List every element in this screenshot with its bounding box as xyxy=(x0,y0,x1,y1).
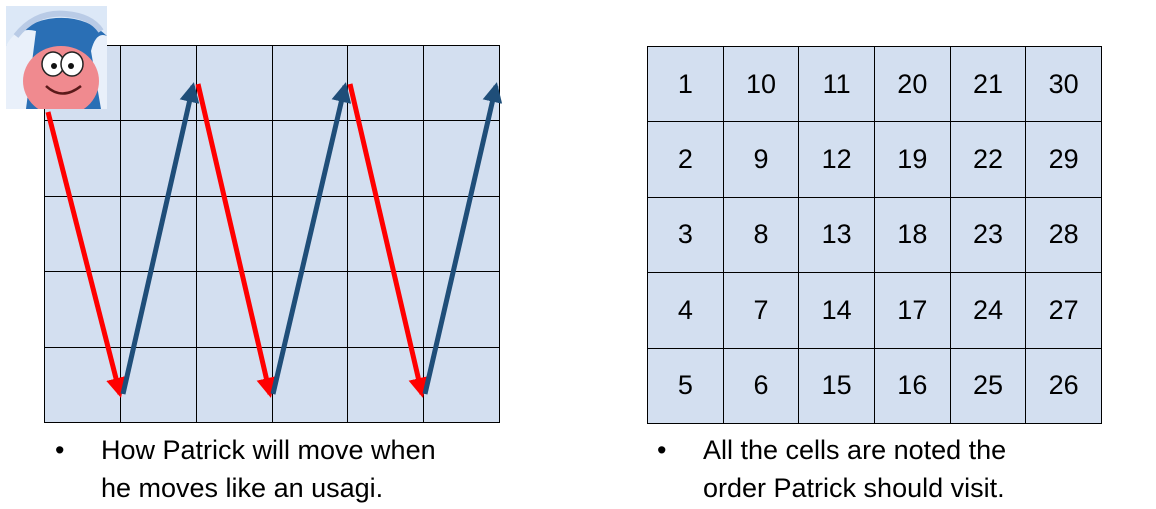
left-caption-line-1: How Patrick will move when xyxy=(101,435,436,465)
grid-cell xyxy=(424,121,500,197)
order-cell: 17 xyxy=(874,273,951,349)
order-cell: 7 xyxy=(723,273,800,349)
order-cell: 14 xyxy=(799,273,875,349)
grid-cell xyxy=(120,46,197,122)
order-cell: 11 xyxy=(799,47,875,123)
grid-cell xyxy=(120,196,197,273)
order-cell: 23 xyxy=(950,197,1027,274)
grid-cell xyxy=(120,347,197,423)
order-cell: 28 xyxy=(1026,197,1102,274)
order-cell: 15 xyxy=(799,348,875,424)
grid-cell xyxy=(196,272,273,348)
grid-cell xyxy=(45,272,121,348)
left-caption-line-2: he moves like an usagi. xyxy=(101,473,384,503)
grid-cell xyxy=(120,121,197,197)
grid-cell xyxy=(424,196,500,273)
order-cell: 24 xyxy=(950,273,1027,349)
grid-cell xyxy=(424,46,500,122)
order-cell: 20 xyxy=(874,47,951,123)
grid-cell xyxy=(45,196,121,273)
order-cell: 25 xyxy=(950,348,1027,424)
order-cell: 27 xyxy=(1026,273,1102,349)
right-caption: • All the cells are noted the order Patr… xyxy=(657,431,1117,509)
movement-grid xyxy=(44,45,500,423)
bullet-marker: • xyxy=(657,435,667,465)
order-cell: 9 xyxy=(723,122,800,198)
order-cell: 21 xyxy=(950,47,1027,123)
order-cell: 22 xyxy=(950,122,1027,198)
order-cell: 16 xyxy=(874,348,951,424)
order-cell: 4 xyxy=(648,273,724,349)
order-cell: 19 xyxy=(874,122,951,198)
grid-cell xyxy=(272,272,349,348)
grid-cell xyxy=(196,196,273,273)
grid-cell xyxy=(348,196,425,273)
order-cell: 10 xyxy=(723,47,800,123)
order-cell: 2 xyxy=(648,122,724,198)
order-cell: 12 xyxy=(799,122,875,198)
order-cell: 26 xyxy=(1026,348,1102,424)
grid-cell xyxy=(348,46,425,122)
patrick-avatar xyxy=(6,6,107,109)
right-caption-line-1: All the cells are noted the xyxy=(703,435,1007,465)
grid-cell xyxy=(196,46,273,122)
grid-cell xyxy=(424,272,500,348)
grid-cell xyxy=(45,347,121,423)
left-caption: • How Patrick will move when he moves li… xyxy=(55,431,515,509)
order-cell: 18 xyxy=(874,197,951,274)
grid-cell xyxy=(196,121,273,197)
order-cell: 30 xyxy=(1026,47,1102,123)
grid-cell xyxy=(120,272,197,348)
right-caption-line-2: order Patrick should visit. xyxy=(703,473,1005,503)
grid-cell xyxy=(348,121,425,197)
grid-cell xyxy=(196,347,273,423)
order-cell: 1 xyxy=(648,47,724,123)
bullet-marker: • xyxy=(55,435,65,465)
grid-cell xyxy=(424,347,500,423)
grid-cell xyxy=(272,347,349,423)
grid-cell xyxy=(45,121,121,197)
grid-cell xyxy=(348,347,425,423)
order-cell: 29 xyxy=(1026,122,1102,198)
grid-cell xyxy=(348,272,425,348)
order-cell: 13 xyxy=(799,197,875,274)
grid-cell xyxy=(272,46,349,122)
grid-cell xyxy=(272,121,349,197)
order-cell: 8 xyxy=(723,197,800,274)
order-cell: 5 xyxy=(648,348,724,424)
order-cell: 3 xyxy=(648,197,724,274)
order-cell: 6 xyxy=(723,348,800,424)
grid-cell xyxy=(272,196,349,273)
